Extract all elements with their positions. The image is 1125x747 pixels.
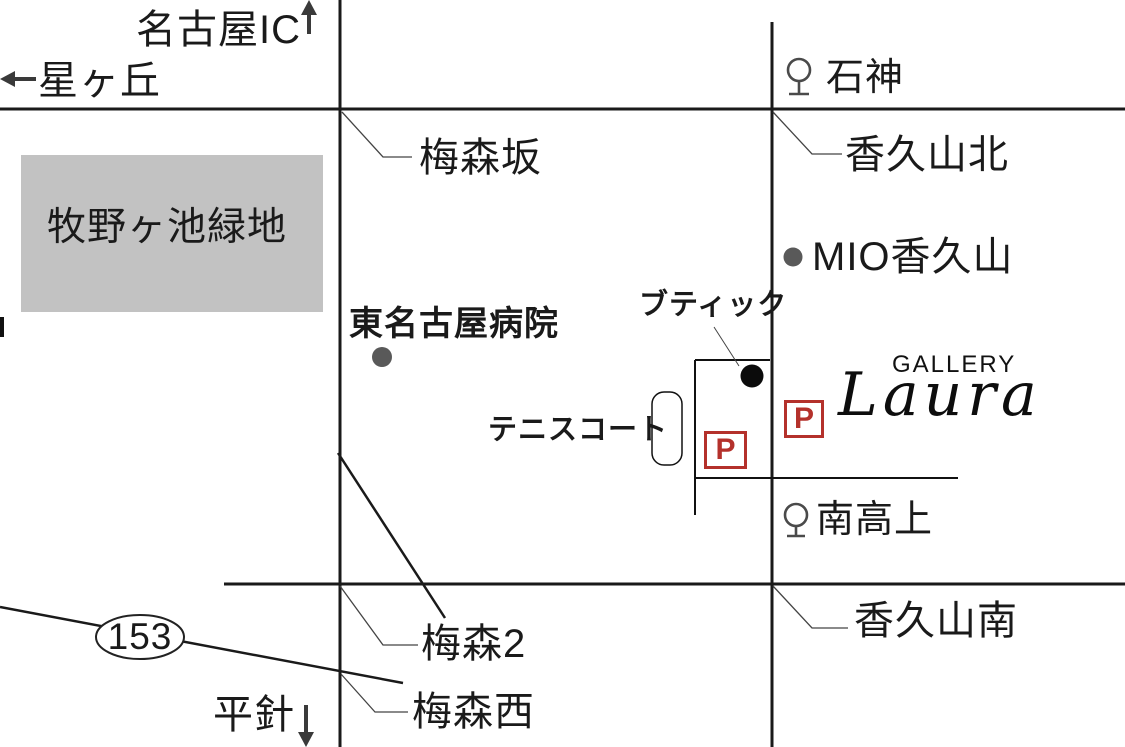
ishigami-busstop-label: 石神 <box>826 57 905 99</box>
boutique-label: ブティック <box>639 289 788 321</box>
umemori-2-label: 梅森2 <box>421 622 527 666</box>
south-arrow-icon <box>298 705 314 747</box>
boutique-leader-line <box>713 326 740 367</box>
parking-sign-1: P <box>704 431 747 469</box>
ishigami-busstop-icon <box>786 57 812 96</box>
west-arrow-icon <box>0 71 36 87</box>
umemorizaka-label: 梅森坂 <box>419 136 542 180</box>
umemorizaka-callout-line <box>341 111 412 158</box>
hospital-label: 東名古屋病院 <box>349 305 559 343</box>
parking-sign-2: P <box>784 400 824 438</box>
north-arrow-icon <box>301 0 317 34</box>
nagoya-ic-label: 名古屋IC <box>136 8 301 52</box>
left-edge-road-stub <box>0 317 4 337</box>
route-153-ellipse <box>95 614 185 660</box>
kaguyama-minami-callout-line <box>772 585 848 629</box>
tennis-court-label: テニスコート <box>488 414 669 446</box>
makinogaike-park-area <box>21 155 323 312</box>
gallery-name-logo: Laura <box>838 360 1042 430</box>
umemori-2-callout-line <box>339 585 418 646</box>
hospital-dot-icon <box>372 347 392 367</box>
hoshigaoka-label: 星ヶ丘 <box>38 59 161 103</box>
hirabari-label: 平針 <box>213 693 295 737</box>
kaguyama-minami-label: 香久山南 <box>854 599 1018 643</box>
minami-takagami-busstop-icon <box>783 502 809 538</box>
gallery-word-label: GALLERY <box>892 351 1017 378</box>
route-153-number: 153 <box>107 616 173 657</box>
makinogaike-park-label: 牧野ヶ池緑地 <box>47 206 288 249</box>
tennis-court-shape <box>651 391 683 466</box>
road-branch-diagonal <box>336 452 447 619</box>
kaguyama-kita-label: 香久山北 <box>845 133 1009 177</box>
umemori-nishi-label: 梅森西 <box>412 690 535 734</box>
minami-takagami-busstop-label: 南高上 <box>816 499 934 541</box>
mio-kaguyama-dot-icon <box>783 247 803 267</box>
mio-kaguyama-label: MIO香久山 <box>812 235 1014 279</box>
kaguyama-kita-callout-line <box>772 111 842 155</box>
road-route-153-diagonal <box>0 605 404 685</box>
boutique-dot-icon <box>740 364 764 388</box>
umemori-nishi-callout-line <box>340 673 408 713</box>
